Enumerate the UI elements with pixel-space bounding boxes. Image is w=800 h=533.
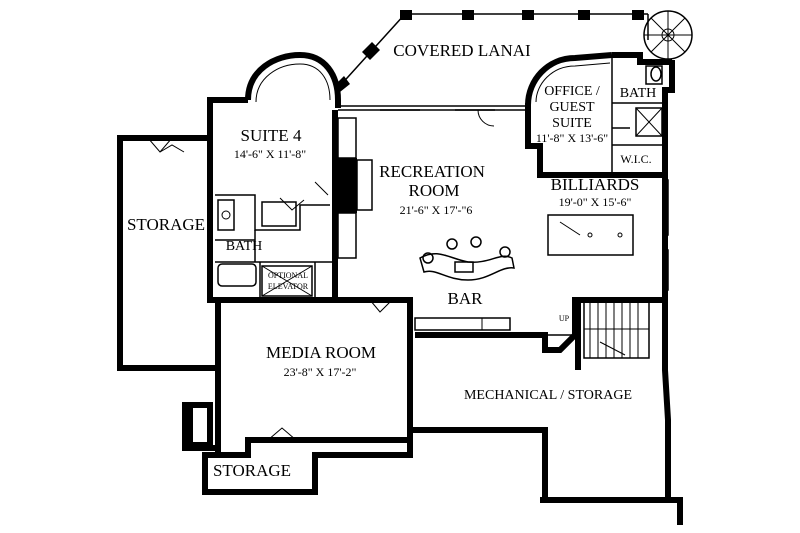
bath-fixtures-icon — [217, 199, 297, 287]
storage-bottom-label: STORAGE — [213, 461, 291, 480]
office-label-line2: GUEST — [549, 100, 595, 115]
door-swings — [147, 137, 393, 441]
elevator-icon — [261, 265, 313, 297]
recreation-label-line2: ROOM — [408, 181, 459, 200]
billiards-label: BILLIARDS — [551, 175, 640, 194]
stairs-up-label: UP — [559, 314, 570, 323]
billiards-right-windows — [662, 179, 669, 291]
fireplace-icon — [335, 158, 373, 213]
bar-back-counter — [414, 317, 511, 331]
bar-label: BAR — [448, 289, 484, 308]
elevator-label-line1: OPTIONAL — [268, 271, 308, 280]
office-bay-window — [525, 52, 613, 106]
rec-room-left-windows — [337, 117, 357, 259]
suite4-dims: 14'-6" X 11'-8" — [234, 147, 306, 161]
spiral-stair-icon — [643, 10, 693, 60]
lanai-doors — [380, 109, 495, 127]
office-label-line1: OFFICE / — [544, 84, 600, 99]
stairs-icon — [545, 299, 650, 359]
billiard-table-icon — [547, 214, 634, 256]
suite4-label: SUITE 4 — [241, 126, 302, 145]
billiards-dims: 19'-0" X 15'-6" — [559, 195, 632, 209]
bar-counter-icon — [419, 236, 515, 281]
mechanical-label: MECHANICAL / STORAGE — [464, 388, 632, 403]
upper-bath-fixtures-icon — [645, 65, 663, 85]
office-label-line3: SUITE — [552, 116, 592, 131]
covered-lanai-label: COVERED LANAI — [393, 41, 531, 60]
recreation-dims: 21'-6" X 17'-"6 — [400, 203, 473, 217]
recreation-label-line1: RECREATION — [379, 162, 485, 181]
media-room-label: MEDIA ROOM — [266, 343, 376, 362]
covered-lanai-outline — [334, 10, 649, 111]
elevator-label-line2: ELEVATOR — [268, 282, 309, 291]
suite4-bay-window — [245, 51, 341, 108]
exterior-walls — [117, 52, 683, 525]
office-dims: 11'-8" X 13'-6" — [536, 131, 608, 145]
interior-walls — [215, 55, 665, 300]
storage-left-label: STORAGE — [127, 215, 205, 234]
bath-left-label: BATH — [226, 239, 263, 254]
media-room-dims: 23'-8" X 17'-2" — [284, 365, 357, 379]
upper-bath-label: BATH — [620, 86, 657, 101]
wic-label: W.I.C. — [620, 152, 651, 166]
